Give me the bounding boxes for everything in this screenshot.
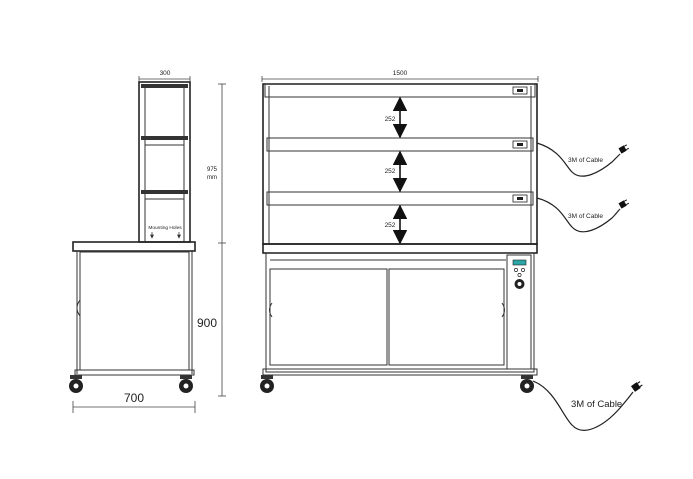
front-caster-right: [520, 375, 534, 393]
front-bottom-rail: [262, 368, 538, 376]
side-bottom-rail: [74, 369, 195, 376]
dim-base-height-label: 900: [197, 316, 217, 330]
control-panel: [506, 254, 532, 370]
shelf-spacing-label-1: 252: [385, 116, 396, 123]
side-gantry-frame: [138, 81, 191, 243]
front-worktop: [262, 243, 538, 254]
side-caster-right: [179, 375, 193, 393]
mounting-holes-label: Mounting Holes: [148, 225, 182, 231]
control-display: [512, 259, 527, 266]
front-lower-shelf: [266, 191, 534, 206]
dim-depth-label: 700: [124, 391, 144, 405]
side-handle: [76, 299, 81, 317]
front-cabinet: [265, 252, 535, 373]
door-handle-right: [501, 302, 505, 318]
plug-icon: [618, 144, 630, 154]
power-cable-3: 3M of Cable: [532, 380, 643, 431]
side-view: Mounting Holes 300 700: [69, 70, 196, 413]
shelf-spacing-label-2: 252: [385, 168, 396, 175]
door-handle-left: [269, 302, 273, 318]
front-caster-left: [260, 375, 274, 393]
side-lower-shelf: [141, 190, 188, 194]
cable-label-2: 3M of Cable: [568, 213, 603, 220]
side-worktop: [72, 241, 196, 252]
power-cable-1: 3M of Cable: [536, 142, 630, 177]
front-view: 1500 252 252 252: [260, 70, 539, 393]
switch-icon: [512, 194, 528, 203]
vertical-dimensions: 975 mm 900: [197, 83, 226, 397]
side-caster-left: [69, 375, 83, 393]
side-middle-shelf: [141, 136, 188, 140]
dim-overall-width-label: 1500: [393, 70, 408, 77]
indicator-light-icon: [517, 273, 522, 277]
power-cable-2: 3M of Cable: [536, 197, 630, 233]
shelf-spacing-label-3: 252: [385, 222, 396, 229]
side-top-shelf: [141, 84, 188, 88]
plug-icon: [618, 199, 630, 209]
dim-side-width-label: 300: [160, 70, 171, 77]
sliding-door-right: [388, 268, 505, 366]
side-cabinet: [79, 251, 190, 371]
front-top-gantry: [264, 83, 536, 98]
indicator-light-icon: [521, 268, 525, 272]
dim-upper-height-label: 975: [207, 167, 218, 173]
plug-icon: [630, 381, 643, 392]
switch-icon: [512, 86, 528, 95]
dim-upper-height-unit: mm: [207, 175, 217, 181]
sliding-door-left: [269, 268, 388, 366]
cable-label-3: 3M of Cable: [571, 399, 622, 410]
indicator-light-icon: [514, 268, 518, 272]
switch-icon: [512, 140, 528, 149]
front-middle-shelf: [266, 137, 534, 152]
cable-label-1: 3M of Cable: [568, 157, 603, 164]
